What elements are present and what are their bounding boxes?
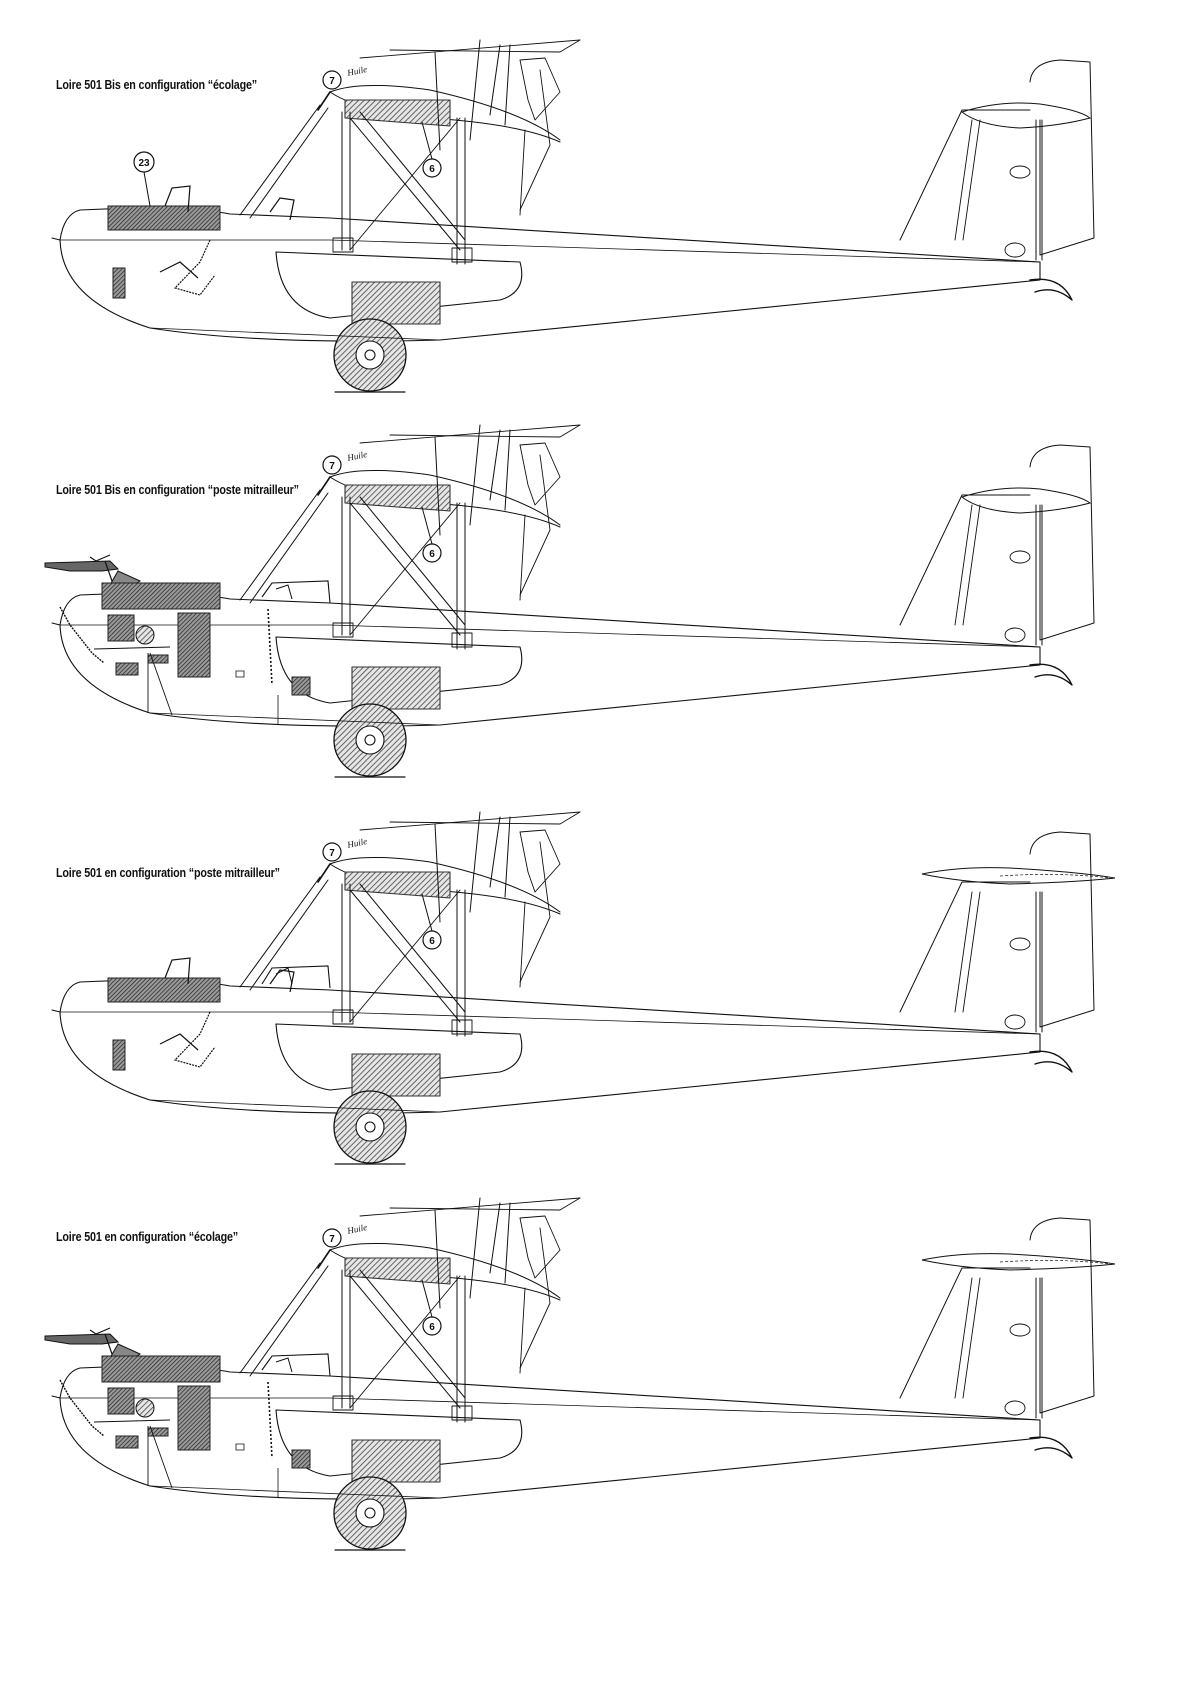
panel-caption: Loire 501 Bis en configuration “poste mi… (56, 483, 299, 497)
callout-7: 7 (322, 1228, 342, 1248)
callout-6: 6 (421, 506, 442, 563)
svg-text:7: 7 (329, 76, 335, 87)
panel-caption: Loire 501 en configuration “poste mitrai… (56, 866, 280, 880)
svg-text:6: 6 (429, 1322, 435, 1333)
aircraft-drawing: 7 Huile 6 23 (51, 39, 1095, 393)
svg-text:6: 6 (429, 549, 435, 560)
callout-23: 23 (133, 151, 155, 207)
callout-6: 6 (421, 121, 442, 178)
aircraft-drawing: 7 Huile 6 (44, 1197, 1116, 1551)
svg-text:7: 7 (329, 848, 335, 859)
panel-bis-ecolage: Loire 501 Bis en configuration “écolage”… (0, 0, 1200, 420)
oil-label: Huile (345, 64, 368, 78)
callout-6: 6 (421, 1279, 442, 1336)
callout-7: 7 (322, 70, 342, 90)
callout-6: 6 (421, 893, 442, 950)
panel-ecolage: Loire 501 en configuration “écolage” 7 H… (0, 1158, 1200, 1578)
aircraft-drawing: 7 Huile 6 (51, 811, 1116, 1165)
panel-caption: Loire 501 en configuration “écolage” (56, 1230, 238, 1244)
svg-text:6: 6 (429, 164, 435, 175)
svg-text:6: 6 (429, 936, 435, 947)
callout-7: 7 (322, 842, 342, 862)
panel-bis-mitrailleur: Loire 501 Bis en configuration “poste mi… (0, 385, 1200, 805)
oil-label: Huile (345, 836, 368, 850)
panel-mitrailleur: Loire 501 en configuration “poste mitrai… (0, 772, 1200, 1192)
oil-label: Huile (345, 1222, 368, 1236)
callout-7: 7 (322, 455, 342, 475)
svg-text:7: 7 (329, 1234, 335, 1245)
svg-text:23: 23 (138, 158, 150, 169)
panel-caption: Loire 501 Bis en configuration “écolage” (56, 78, 258, 92)
oil-label: Huile (345, 449, 368, 463)
svg-text:7: 7 (329, 461, 335, 472)
aircraft-drawing: 7 Huile 6 (44, 424, 1095, 778)
